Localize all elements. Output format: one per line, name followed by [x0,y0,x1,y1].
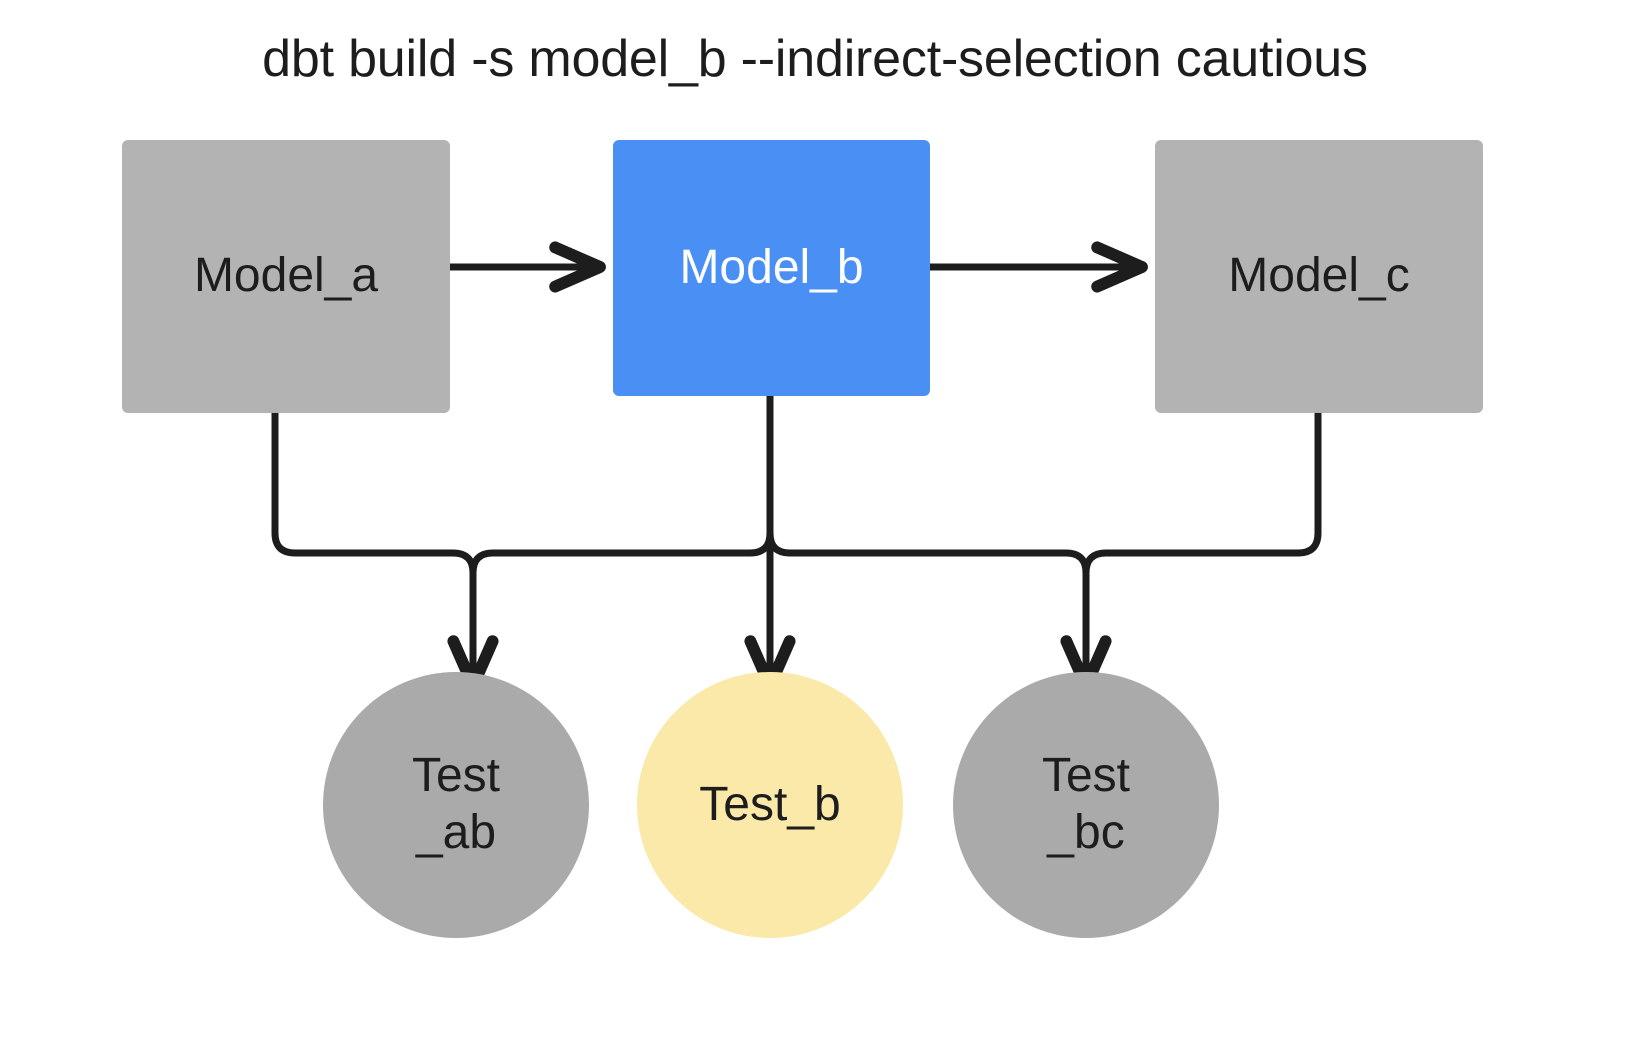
edge-model-a-test-ab [271,413,499,692]
page-title: dbt build -s model_b --indirect-selectio… [262,30,1368,88]
node-test-b-label: Test_b [699,777,841,831]
node-test-bc-label: Test _bc [1041,749,1131,859]
node-model-c[interactable]: Model_c [1155,140,1483,413]
node-model-b[interactable]: Model_b [613,140,930,396]
edge-model-b-test-bc [766,532,1112,692]
node-test-b[interactable]: Test_b [637,672,903,938]
node-model-a[interactable]: Model_a [122,140,450,413]
node-test-ab-label: Test _ab [411,749,501,859]
node-model-c-label: Model_c [1228,249,1410,303]
edge-model-b-test-ab [469,396,774,574]
node-model-b-label: Model_b [679,240,864,294]
node-model-a-label: Model_a [193,249,379,303]
node-test-bc[interactable]: Test _bc [953,672,1219,938]
edge-model-c-test-bc [1082,413,1322,574]
node-test-ab[interactable]: Test _ab [323,672,589,938]
